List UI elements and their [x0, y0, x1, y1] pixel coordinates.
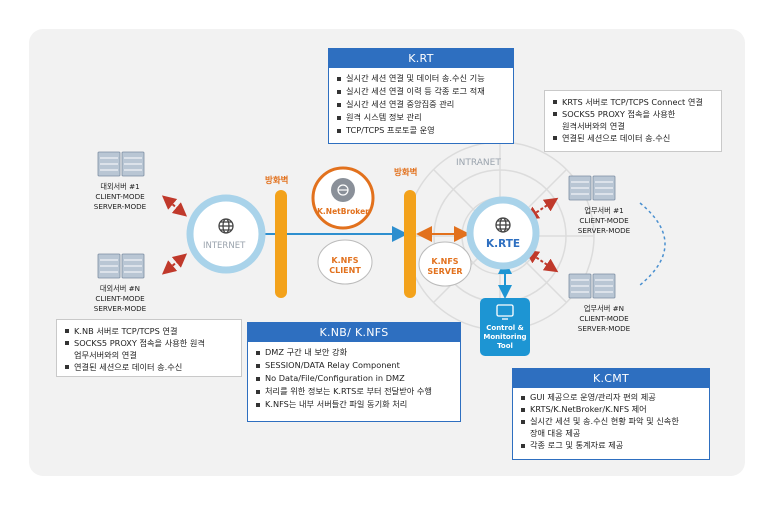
netbroker-label: K.NetBroker	[317, 207, 369, 216]
firewall-2	[404, 190, 416, 298]
list-item: 실시간 세션 연결 중앙집중 관리	[337, 98, 507, 111]
server-icon-bizN	[567, 270, 616, 300]
firewall-2-label: 방화벽	[394, 168, 418, 178]
list-item: KRTS 서버로 TCP/TCPS Connect 연결	[553, 96, 715, 108]
netbroker-icon	[337, 184, 349, 196]
list-item: DMZ 구간 내 보안 강화	[256, 346, 454, 359]
monitor-icon	[496, 304, 514, 317]
list-item: KRTS/K.NetBroker/K.NFS 제어	[521, 403, 703, 415]
kcmt-title: K.CMT	[513, 369, 709, 388]
list-item: 실시간 세션 연결 이력 등 각종 로그 적재	[337, 85, 507, 98]
list-item: 실시간 세션 연결 및 데이터 송.수신 기능	[337, 72, 507, 85]
biz-sync-arc	[639, 202, 666, 286]
server-icon-ext1	[96, 148, 145, 178]
knb-box: K.NB/ K.NFS DMZ 구간 내 보안 강화 SESSION/DATA …	[247, 322, 461, 422]
list-item: K.NFS는 내부 서버들간 파일 동기화 처리	[256, 398, 454, 411]
list-item: 각종 로그 및 통계자료 제공	[521, 439, 703, 451]
knb-note-list: K.NB 서버로 TCP/TCPS 연결 SOCKS5 PROXY 접속을 사용…	[57, 320, 241, 377]
extN-arrow	[161, 253, 188, 275]
list-item: 처리를 위한 정보는 K.RTS로 부터 전달받아 수행	[256, 385, 454, 398]
list-item: K.NB 서버로 TCP/TCPS 연결	[65, 325, 235, 337]
list-item: 연결된 세션으로 데이터 송.수신	[65, 361, 235, 373]
krte-ring	[466, 196, 540, 270]
list-item: No Data/File/Configuration in DMZ	[256, 372, 454, 385]
krte-globe-icon	[495, 217, 511, 233]
list-item: 연결된 세션으로 데이터 송.수신	[553, 132, 715, 144]
knfs-server-shape	[418, 241, 472, 287]
knb-list: DMZ 구간 내 보안 강화 SESSION/DATA Relay Compon…	[248, 342, 460, 414]
firewall-1-label: 방화벽	[265, 176, 289, 186]
knb-title: K.NB/ K.NFS	[248, 323, 460, 342]
internet-ring	[186, 194, 266, 274]
server-icon-extN	[96, 250, 145, 280]
ext1-arrow	[161, 195, 188, 217]
knb-note: K.NB 서버로 TCP/TCPS 연결 SOCKS5 PROXY 접속을 사용…	[56, 319, 242, 377]
krts-note-list: KRTS 서버로 TCP/TCPS Connect 연결 SOCKS5 PROX…	[545, 91, 721, 148]
krte-label: K.RTE	[485, 238, 521, 250]
krt-title: K.RT	[329, 49, 513, 68]
list-item: TCP/TCPS 프로토콜 운영	[337, 124, 507, 137]
list-item: SESSION/DATA Relay Component	[256, 359, 454, 372]
firewall-1	[275, 190, 287, 298]
server-icon-biz1	[567, 172, 616, 202]
internet-globe-icon	[218, 218, 234, 234]
krts-note: KRTS 서버로 TCP/TCPS Connect 연결 SOCKS5 PROX…	[544, 90, 722, 152]
list-item: 원격 시스템 정보 관리	[337, 111, 507, 124]
bizN-arrow	[524, 249, 559, 273]
intranet-label: INTRANET	[456, 158, 501, 168]
control-tool-box	[480, 298, 530, 356]
list-item: GUI 제공으로 운영/관리자 편의 제공	[521, 391, 703, 403]
kcmt-list: GUI 제공으로 운영/관리자 편의 제공 KRTS/K.NetBroker/K…	[513, 388, 709, 454]
krt-box: K.RT 실시간 세션 연결 및 데이터 송.수신 기능 실시간 세션 연결 이…	[328, 48, 514, 144]
kcmt-box: K.CMT GUI 제공으로 운영/관리자 편의 제공 KRTS/K.NetBr…	[512, 368, 710, 460]
krt-list: 실시간 세션 연결 및 데이터 송.수신 기능 실시간 세션 연결 이력 등 각…	[329, 68, 513, 140]
internet-label: INTERNET	[203, 241, 246, 251]
knfs-client-shape	[317, 239, 373, 285]
